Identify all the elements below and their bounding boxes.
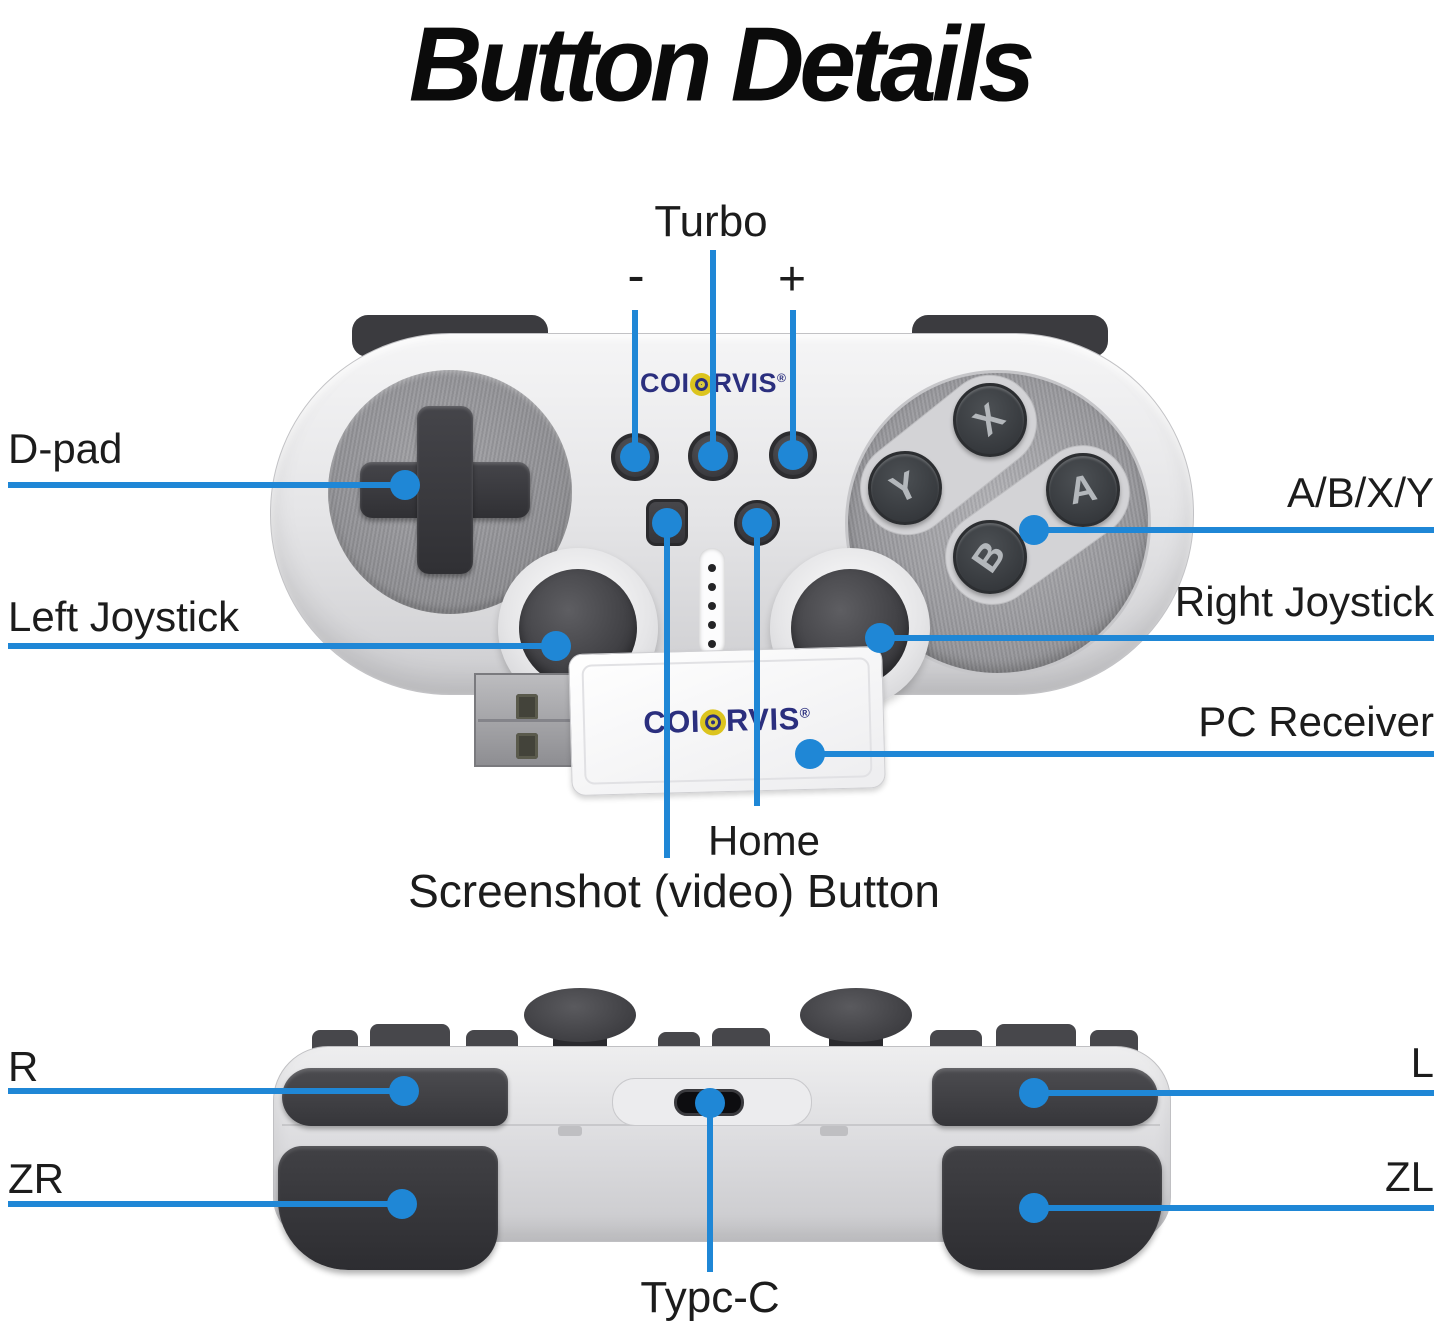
callout-pc-receiver-line (810, 751, 1434, 757)
callout-right-joystick-label: Right Joystick (1174, 578, 1434, 625)
page-title: Button Details (408, 4, 1035, 124)
callout-zl-dot (1019, 1193, 1049, 1223)
registered-mark: ® (777, 371, 787, 385)
button-y-label: Y (884, 463, 926, 512)
callout-home-line (754, 523, 760, 806)
callout-typec-dot (695, 1088, 725, 1118)
button-x-label: X (966, 395, 1014, 444)
dpad-vertical (417, 406, 473, 574)
led-dot (708, 621, 716, 629)
callout-left-joystick-line (8, 643, 556, 649)
callout-r-label: R (8, 1043, 39, 1090)
button-y: Y (868, 451, 942, 525)
callout-l-label: L (1410, 1039, 1434, 1086)
callout-r-line (8, 1088, 404, 1094)
led-dot (708, 583, 716, 591)
callout-abxy-dot (1019, 515, 1049, 545)
usb-plug (474, 673, 576, 767)
callout-home-dot (742, 508, 772, 538)
callout-home-label: Home (707, 817, 821, 864)
callout-typec-line (707, 1103, 713, 1272)
brand-logo-front: COI RVIS® (640, 368, 787, 399)
callout-typec-label: Typc-C (640, 1273, 780, 1322)
callout-abxy-line (1034, 527, 1434, 533)
callout-turbo-line (710, 250, 716, 456)
led-dot (708, 564, 716, 572)
callout-screenshot-label: Screenshot (video) Button (408, 865, 940, 917)
usb-slot (516, 694, 538, 720)
button-a-label: A (1065, 466, 1101, 513)
callout-r-dot (389, 1076, 419, 1106)
logo-suffix: RVIS (712, 368, 778, 398)
callout-plus-dot (778, 440, 808, 470)
button-b: B (953, 520, 1027, 594)
button-b-label: B (964, 533, 1015, 581)
callout-l-line (1034, 1090, 1434, 1096)
logo-prefix: COI (642, 703, 701, 741)
callout-turbo-label: Turbo (654, 197, 768, 246)
callout-left-joystick-label: Left Joystick (8, 593, 240, 640)
callout-dpad-dot (390, 470, 420, 500)
led-dot (708, 602, 716, 610)
callout-left-joystick-dot (541, 631, 571, 661)
callout-pc-receiver-dot (795, 739, 825, 769)
button-a: A (1046, 453, 1120, 527)
callout-screenshot-line (664, 523, 670, 858)
callout-plus-line (790, 310, 796, 455)
pc-receiver: COI RVIS® (568, 645, 886, 797)
callout-zr-line (8, 1201, 402, 1207)
callout-pc-receiver-label: PC Receiver (1198, 698, 1434, 745)
logo-o-icon (699, 709, 727, 737)
logo-prefix: COI (640, 368, 690, 398)
usb-seam (478, 719, 572, 722)
callout-right-joystick-line (880, 635, 1434, 641)
body-notch (820, 1126, 848, 1136)
callout-l-dot (1019, 1078, 1049, 1108)
right-stick-top (800, 988, 912, 1042)
callout-minus-label: - (627, 247, 645, 305)
callout-turbo-dot (698, 441, 728, 471)
callout-abxy-label: A/B/X/Y (1286, 469, 1434, 516)
logo-suffix: RVIS (725, 701, 801, 739)
callout-zr-label: ZR (8, 1155, 64, 1202)
body-notch (558, 1126, 582, 1136)
callout-minus-dot (620, 442, 650, 472)
callout-dpad-line (8, 482, 405, 488)
led-dot (708, 640, 716, 648)
callout-zr-dot (387, 1189, 417, 1219)
callout-dpad-label: D-pad (8, 425, 123, 472)
callout-plus-label: + (777, 253, 807, 306)
left-stick-top (524, 988, 636, 1042)
led-indicator (699, 548, 725, 656)
callout-screenshot-dot (652, 508, 682, 538)
usb-slot (516, 733, 538, 759)
callout-right-joystick-dot (865, 623, 895, 653)
callout-zl-label: ZL (1384, 1153, 1434, 1200)
callout-zl-line (1034, 1205, 1434, 1211)
registered-mark: ® (799, 704, 811, 721)
callout-minus-line (632, 310, 638, 457)
button-x: X (953, 383, 1027, 457)
